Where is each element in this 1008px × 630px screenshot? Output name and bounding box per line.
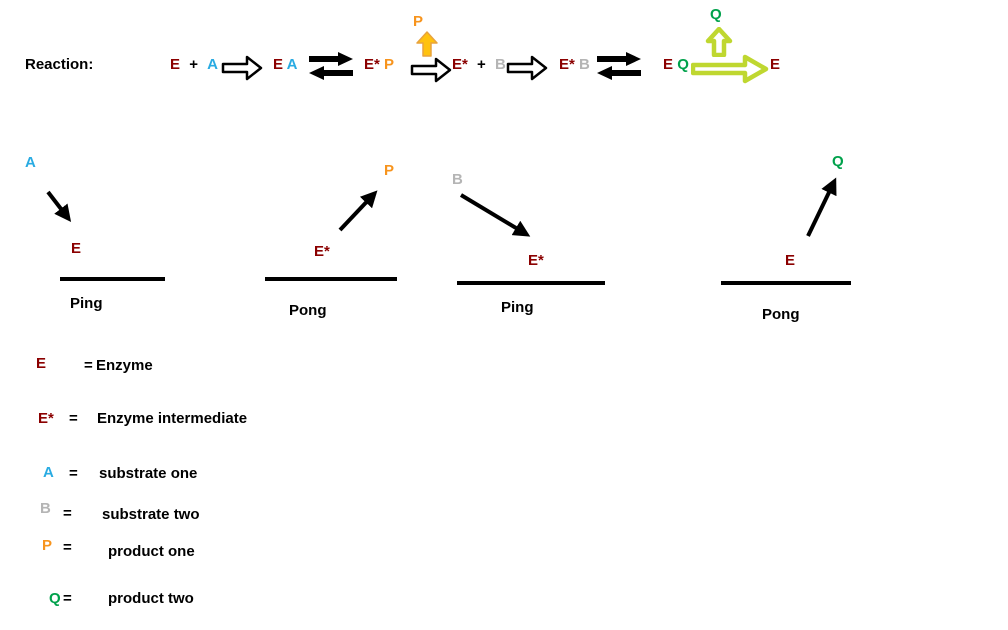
arrow-e-plus-a-to-ea-icon — [221, 55, 263, 81]
enzyme-intermediate-symbol: E* — [559, 56, 575, 73]
legend-equals: = — [69, 410, 78, 427]
substrate-a-symbol: A — [207, 56, 218, 73]
plus-sign: + — [477, 56, 486, 73]
reaction-term-e-plus-a: E + A — [170, 56, 218, 74]
panel1-species-bottom: E — [71, 240, 82, 257]
product-p-symbol: P — [384, 56, 395, 73]
panel2-species-top: P — [384, 162, 395, 179]
legend-description-enzyme: Enzyme — [96, 357, 153, 374]
reaction-term-eq-complex: E Q — [663, 56, 689, 74]
legend-symbol-substrate-one: A — [43, 464, 54, 481]
panel2-label: Pong — [289, 302, 327, 319]
panel4-label: Pong — [762, 306, 800, 323]
panel1-species-top: A — [25, 154, 36, 171]
arrow-eq-to-e-icon — [691, 54, 769, 84]
legend-symbol-enzyme: E — [36, 355, 47, 372]
reaction-term-ea-complex: E A — [273, 56, 297, 74]
reaction-term-free-enzyme: E — [770, 56, 781, 73]
legend-equals: = — [69, 465, 78, 482]
enzyme-intermediate-symbol: E* — [364, 56, 380, 73]
enzyme-intermediate-symbol: E* — [452, 56, 468, 73]
legend-equals: = — [63, 590, 72, 607]
plus-sign: + — [189, 56, 198, 73]
substrate-a-symbol: A — [286, 56, 298, 73]
legend-symbol-product-two: Q — [49, 590, 61, 607]
reaction-term-estarb-complex: E* B — [559, 56, 590, 74]
substrate-b-symbol: B — [494, 56, 506, 73]
legend-description-substrate-one: substrate one — [99, 465, 198, 482]
legend-description-product-one: product one — [108, 543, 195, 560]
legend-symbol-enzyme-intermediate: E* — [38, 410, 54, 427]
panel2-species-bottom: E* — [314, 243, 330, 260]
p-release-up-arrow-icon — [416, 31, 438, 57]
legend-symbol-substrate-two: B — [40, 500, 51, 517]
released-product-p-symbol: P — [413, 13, 424, 30]
arrow-estarp-to-estar-icon — [410, 57, 452, 83]
reaction-term-estar-plus-b: E* + B — [452, 56, 506, 74]
substrate-b-symbol: B — [579, 56, 590, 73]
legend-equals: = — [63, 539, 72, 556]
panel3-baseline — [457, 281, 605, 285]
panel3-species-bottom: E* — [528, 252, 544, 269]
q-release-up-arrow-icon — [705, 27, 733, 57]
legend-description-enzyme-intermediate: Enzyme intermediate — [97, 410, 248, 427]
arrow-estar-b-to-estarb-icon — [506, 55, 548, 81]
substrate-a-binding-arrow-icon — [46, 190, 72, 222]
product-q-release-arrow-icon — [806, 177, 837, 237]
panel4-baseline — [721, 281, 851, 285]
product-q-symbol: Q — [677, 56, 689, 73]
released-product-q-symbol: Q — [710, 6, 722, 23]
equilibrium-ea-estarp-icon — [309, 52, 353, 80]
enzyme-symbol: E — [170, 56, 181, 73]
reaction-label: Reaction: — [25, 56, 94, 73]
legend-description-substrate-two: substrate two — [102, 506, 200, 523]
panel4-species-bottom: E — [785, 252, 796, 269]
legend-symbol-product-one: P — [42, 537, 53, 554]
enzyme-symbol: E — [663, 56, 674, 73]
enzyme-symbol: E — [273, 56, 284, 73]
panel4-species-top: Q — [832, 153, 844, 170]
legend-description-product-two: product two — [108, 590, 194, 607]
legend-equals: = — [84, 357, 93, 374]
reaction-term-estarp-complex: E* P — [364, 56, 394, 74]
substrate-b-binding-arrow-icon — [459, 193, 531, 237]
panel3-label: Ping — [501, 299, 534, 316]
equilibrium-estarb-eq-icon — [597, 52, 641, 80]
legend-equals: = — [63, 505, 72, 522]
product-p-release-arrow-icon — [338, 190, 378, 232]
panel2-baseline — [265, 277, 397, 281]
panel3-species-top: B — [452, 171, 463, 188]
panel1-baseline — [60, 277, 165, 281]
panel1-label: Ping — [70, 295, 103, 312]
